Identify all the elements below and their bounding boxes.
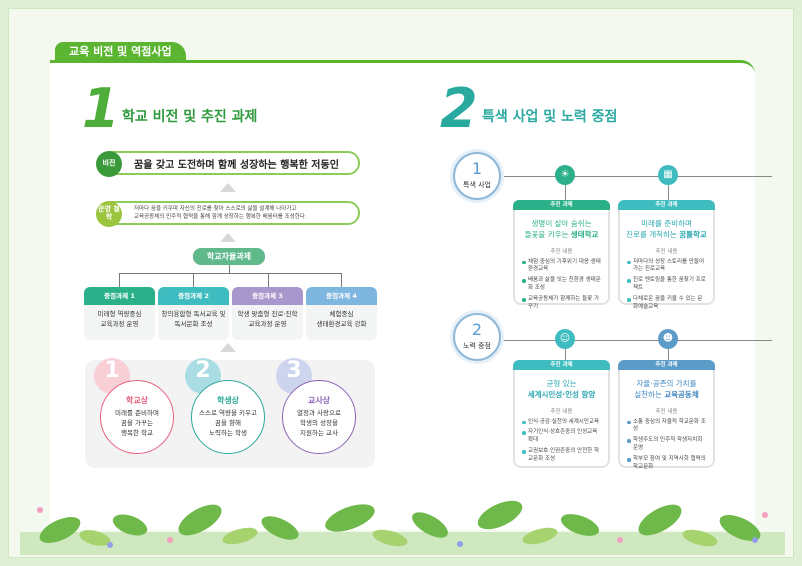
- image-line: 지원하는 교사: [300, 428, 338, 437]
- card-item: 자기인식·상호존중의 인성교육 확대: [522, 429, 601, 445]
- row-line: [500, 340, 772, 341]
- image-line: 행복한 학교: [121, 428, 153, 437]
- section2-title: 특색 사업 및 노력 중점: [482, 109, 618, 125]
- image-line: 미래를 준비하며: [115, 409, 159, 417]
- card-title: 미래를 준비하며: [641, 219, 692, 228]
- card-item: 교권보호·인권존중의 안전한 학교문화 조성: [522, 448, 601, 464]
- philosophy-line2: 교육공동체의 민주적 협력을 통해 함께 성장하는 행복한 배움터를 조성한다.: [134, 214, 307, 220]
- card-subhead: 추진 내용: [655, 408, 678, 415]
- card-title-strong: 생태학교: [570, 230, 599, 240]
- task-line: 독서문화 조성: [174, 319, 213, 328]
- people-icon: ☺: [555, 329, 575, 349]
- task-line: 미래형 역량중심: [97, 310, 142, 318]
- card-title: 진로를 개척하는: [626, 230, 680, 240]
- task-line: 학생 맞춤형 진로·진학: [237, 310, 298, 318]
- card-item: 저마다의 성장 스토리를 만들어가는 진로교육: [627, 259, 706, 275]
- card-title: 자율·공존의 가치를: [636, 379, 697, 388]
- plant-decoration: [20, 500, 785, 555]
- card-item: 진로 멘토링을 통한 꿈찾기 프로젝트: [627, 277, 706, 293]
- arrow-up-icon: [220, 183, 236, 192]
- card-title-strong: 교육공동체: [664, 390, 699, 400]
- image-line: 학생의 성장을: [300, 418, 338, 427]
- philosophy-badge: 운영 철학: [96, 201, 122, 227]
- philosophy-line1: 저마다 꿈을 키우며 자신의 진로를 찾아 스스로의 삶을 설계해 나아가고: [134, 205, 297, 212]
- image-title: 학교상: [125, 396, 149, 405]
- image-line: 꿈을 가꾸는: [121, 418, 153, 427]
- card-head: 추진 과제: [513, 200, 610, 210]
- image-line: 열정과 사랑으로: [297, 409, 341, 417]
- vision-badge: 비전: [96, 151, 122, 177]
- card-title: 균형 있는: [546, 379, 577, 388]
- community-icon: ☻: [658, 329, 678, 349]
- card-item: 학생주도의 민주적 학생자치회 운영: [627, 437, 706, 453]
- image-number: 2: [195, 358, 211, 383]
- card-item: 교육공동체가 함께하는 들꽃 가꾸기: [522, 296, 601, 312]
- card-title-strong: 세계시민성·인성 함양: [527, 390, 596, 400]
- task-line: 생태환경교육 강화: [316, 319, 367, 328]
- header-tab: 교육 비전 및 역점사업: [55, 42, 186, 62]
- image-title: 교사상: [307, 396, 331, 405]
- task-head: 중점과제 3: [232, 287, 303, 305]
- card-title-strong: 꿈틀학교: [679, 230, 707, 240]
- row-number: 1: [471, 159, 483, 178]
- card-title: 들꽃을 키우는: [524, 230, 571, 240]
- card-item: 체험 중심의 기후위기 대응 생태환경교육: [522, 259, 601, 275]
- card-head: 추진 과제: [618, 200, 715, 210]
- card-item: 학부모 참여 및 지역사회 협력의 학교문화: [627, 456, 706, 472]
- task-line: 교육과정 운영: [100, 319, 139, 328]
- row-label: 특색 사업: [463, 181, 491, 189]
- feature-project-badge: 1 특색 사업: [453, 152, 501, 200]
- image-number: 3: [286, 358, 302, 383]
- image-title: 학생상: [216, 396, 240, 405]
- task-head: 중점과제 4: [306, 287, 377, 305]
- row-label: 노력 중점: [463, 342, 491, 350]
- image-line: 꿈을 향해: [215, 418, 241, 427]
- task-head: 중점과제 2: [158, 287, 229, 305]
- section1-title: 학교 비전 및 추진 과제: [122, 109, 258, 125]
- card-title: 생명이 살아 숨쉬는: [531, 219, 592, 228]
- effort-focus-badge: 2 노력 중점: [453, 313, 501, 361]
- section1-number: 1: [82, 77, 120, 140]
- image-line: 스스로 역량을 키우고: [199, 409, 257, 417]
- card-subhead: 추진 내용: [550, 248, 573, 255]
- task-line: 창의융합형 독서교육 및: [161, 310, 226, 318]
- image-number: 1: [104, 358, 120, 383]
- card-subhead: 추진 내용: [655, 248, 678, 255]
- philosophy-pill: 운영 철학 저마다 꿈을 키우며 자신의 진로를 찾아 스스로의 삶을 설계해 …: [96, 201, 360, 227]
- arrow-up-icon: [220, 233, 236, 242]
- image-line: 노력하는 학생: [209, 428, 247, 437]
- card-item: 다채로운 꿈을 키울 수 있는 문화예술교육: [627, 296, 706, 312]
- vision-text: 꿈을 갖고 도전하며 함께 성장하는 행복한 저동인: [134, 159, 339, 171]
- card-item: 배움과 삶을 잇는 친환경 생태문화 조성: [522, 277, 601, 293]
- row-number: 2: [471, 320, 483, 339]
- card-item: 소통 중심의 자율적 학교문화 조성: [627, 419, 706, 435]
- task-line: 체험중심: [329, 310, 354, 318]
- card-head: 추진 과제: [618, 360, 715, 370]
- row-line: [500, 176, 772, 177]
- arrow-up-icon: [220, 343, 236, 352]
- card-item: 인식·공감·실천의 세계시민교육: [522, 419, 601, 427]
- board-icon: ▦: [658, 165, 678, 185]
- card-title: 실천하는: [634, 390, 665, 400]
- task-head: 중점과제 1: [84, 287, 155, 305]
- section2-number: 2: [440, 77, 478, 140]
- vision-pill: 비전 꿈을 갖고 도전하며 함께 성장하는 행복한 저동인: [96, 151, 360, 177]
- task-line: 교육과정 운영: [248, 319, 287, 328]
- autonomy-label: 학교자율과제: [193, 248, 265, 265]
- card-subhead: 추진 내용: [550, 408, 573, 415]
- sun-icon: ☀: [555, 165, 575, 185]
- card-head: 추진 과제: [513, 360, 610, 370]
